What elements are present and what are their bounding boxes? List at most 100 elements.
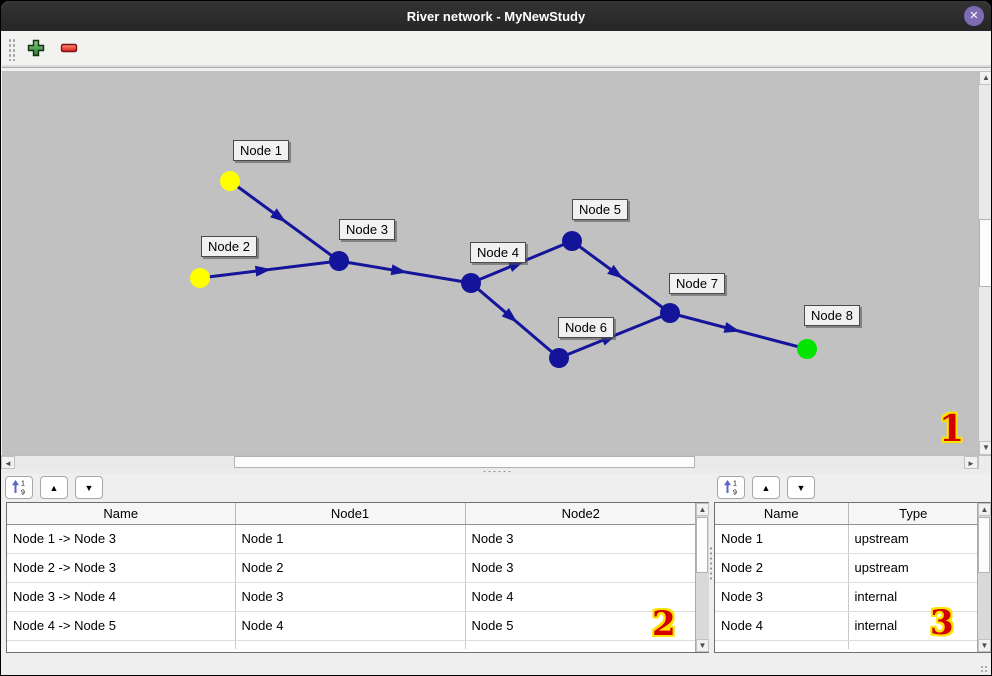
canvas-hscroll-thumb[interactable]	[234, 456, 695, 468]
node-label[interactable]: Node 1	[233, 140, 289, 161]
splitter-grip[interactable]	[709, 546, 713, 580]
branches-scroll-thumb[interactable]	[696, 517, 708, 573]
vertical-splitter[interactable]	[709, 502, 713, 653]
table-cell[interactable]: upstream	[848, 524, 978, 554]
resize-grip[interactable]	[980, 665, 989, 674]
edge-arrow-icon	[607, 264, 624, 279]
statusbar	[2, 656, 991, 675]
canvas-vscroll-thumb[interactable]	[979, 219, 991, 287]
node-label[interactable]: Node 5	[572, 199, 628, 220]
table-cell[interactable]: Node 3	[715, 582, 849, 612]
table-cell[interactable]: Node 5	[465, 611, 696, 641]
table-cell[interactable]: Node 3	[235, 582, 466, 612]
scroll-left-icon[interactable]: ◄	[1, 456, 15, 469]
network-node[interactable]	[660, 303, 680, 323]
edge-arrow-icon	[390, 264, 408, 276]
network-node[interactable]	[797, 339, 817, 359]
column-header[interactable]: Node1	[235, 503, 466, 525]
network-node[interactable]	[329, 251, 349, 271]
column-header[interactable]: Type	[848, 503, 978, 525]
move-branch-up-button[interactable]: ▲	[40, 476, 68, 499]
table-row	[7, 640, 696, 649]
table-cell[interactable]: upstream	[848, 553, 978, 583]
column-header[interactable]: Name	[715, 503, 849, 525]
network-node[interactable]	[562, 231, 582, 251]
svg-text:9: 9	[733, 489, 737, 495]
close-icon[interactable]: ✕	[964, 6, 984, 26]
add-node-button[interactable]	[23, 36, 49, 62]
node-label[interactable]: Node 7	[669, 273, 725, 294]
table-cell[interactable]: Node 1	[715, 524, 849, 554]
table-row	[715, 640, 978, 649]
scroll-right-icon[interactable]: ►	[964, 456, 978, 469]
table-cell[interactable]: Node 4	[715, 611, 849, 641]
table-cell[interactable]: Node 2 -> Node 3	[7, 553, 236, 583]
node-label[interactable]: Node 4	[470, 242, 526, 263]
node-label[interactable]: Node 8	[804, 305, 860, 326]
horizontal-splitter[interactable]	[2, 469, 991, 474]
tables-panel: 1 9 ▲ ▼ 1 9 ▲ ▼	[2, 474, 991, 675]
remove-node-button[interactable]	[56, 36, 82, 62]
network-node[interactable]	[461, 273, 481, 293]
triangle-up-icon: ▲	[49, 482, 59, 493]
edge-arrow-icon	[723, 322, 741, 333]
sort-nodes-button[interactable]: 1 9	[717, 476, 745, 499]
network-node[interactable]	[549, 348, 569, 368]
table-cell[interactable]: Node 2	[715, 553, 849, 583]
nodes-table-scrollbar[interactable]: ▲ ▼	[977, 503, 991, 652]
move-node-up-button[interactable]: ▲	[752, 476, 780, 499]
column-header[interactable]: Name	[7, 503, 236, 525]
network-node[interactable]	[190, 268, 210, 288]
splitter-grip[interactable]	[482, 470, 512, 473]
edge-arrow-icon	[501, 308, 518, 323]
nodes-toolbar: 1 9 ▲ ▼	[717, 476, 822, 499]
table-cell[interactable]: Node 4 -> Node 5	[7, 611, 236, 641]
table-cell[interactable]: internal	[848, 582, 978, 612]
move-node-down-button[interactable]: ▼	[787, 476, 815, 499]
svg-text:9: 9	[21, 489, 25, 495]
table-cell	[235, 640, 466, 649]
table-cell[interactable]: Node 2	[235, 553, 466, 583]
table-cell[interactable]: Node 3	[465, 553, 696, 583]
sort-numeric-icon: 1 9	[11, 479, 27, 497]
scroll-up-icon[interactable]: ▲	[696, 503, 709, 516]
scroll-up-icon[interactable]: ▲	[978, 503, 991, 516]
nodes-scroll-thumb[interactable]	[978, 517, 990, 573]
canvas-horizontal-scrollbar[interactable]: ◄ ►	[1, 455, 978, 469]
move-branch-down-button[interactable]: ▼	[75, 476, 103, 499]
node-label[interactable]: Node 3	[339, 219, 395, 240]
titlebar[interactable]: River network - MyNewStudy ✕	[1, 1, 991, 31]
table-cell	[848, 640, 978, 649]
table-cell[interactable]: Node 3	[465, 524, 696, 554]
toolbar-drag-handle[interactable]	[8, 37, 15, 61]
sort-branches-button[interactable]: 1 9	[5, 476, 33, 499]
network-node[interactable]	[220, 171, 240, 191]
minus-icon	[60, 39, 78, 60]
table-cell[interactable]: Node 4	[465, 582, 696, 612]
scroll-up-icon[interactable]: ▲	[979, 71, 991, 85]
table-cell[interactable]: Node 1	[235, 524, 466, 554]
network-canvas[interactable]: Node 1 Node 2 Node 3 Node 4 Node 5 Node 6 Node…	[2, 71, 978, 455]
table-cell[interactable]: Node 4	[235, 611, 466, 641]
table-cell[interactable]: Node 3 -> Node 4	[7, 582, 236, 612]
table-cell[interactable]: internal	[848, 611, 978, 641]
canvas-vertical-scrollbar[interactable]: ▲ ▼	[978, 71, 991, 455]
branches-table-scrollbar[interactable]: ▲ ▼	[695, 503, 709, 652]
node-label[interactable]: Node 2	[201, 236, 257, 257]
scrollbar-corner	[978, 455, 991, 469]
node-label[interactable]: Node 6	[558, 317, 614, 338]
column-header[interactable]: Node2	[465, 503, 696, 525]
table-cell[interactable]: Node 1 -> Node 3	[7, 524, 236, 554]
scroll-down-icon[interactable]: ▼	[696, 639, 709, 652]
scroll-down-icon[interactable]: ▼	[979, 441, 991, 455]
scroll-down-icon[interactable]: ▼	[978, 639, 991, 652]
